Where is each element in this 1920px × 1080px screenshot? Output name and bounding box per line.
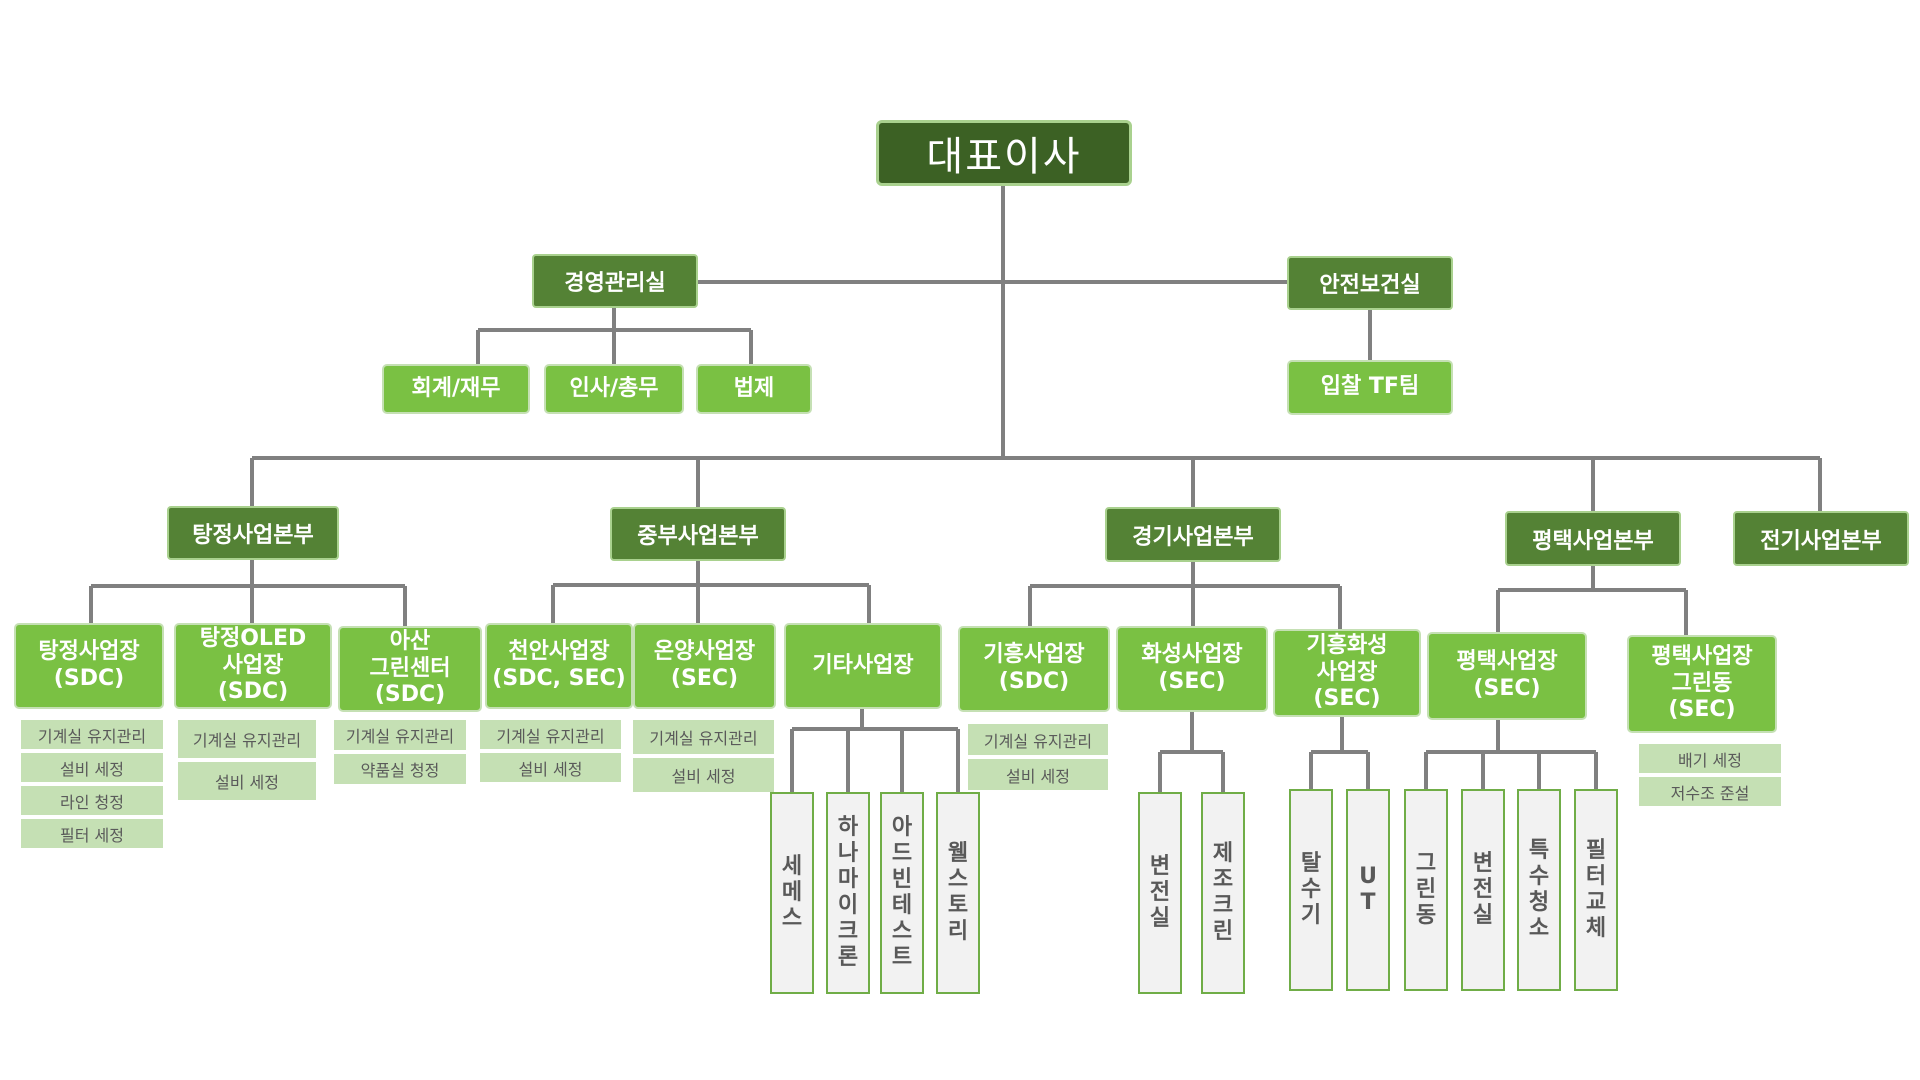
division-tangjeong: 탕정사업본부 (167, 506, 339, 560)
task-item: 기계실 유지관리 (333, 719, 467, 751)
site-tangjeong-oled: 탕정OLED 사업장 (SDC) (174, 623, 332, 709)
task-item: 기계실 유지관리 (967, 723, 1109, 756)
task-item: 설비 세정 (20, 752, 164, 783)
task-item: 설비 세정 (632, 757, 775, 793)
task-item: 기계실 유지관리 (20, 719, 164, 750)
team-accounting: 회계/재무 (382, 364, 530, 414)
site-giheung-hwaseong: 기흥화성 사업장 (SEC) (1273, 629, 1421, 717)
task-item: 저수조 준설 (1638, 776, 1782, 807)
task-item: 필터 세정 (20, 818, 164, 849)
site-onyang: 온양사업장 (SEC) (633, 623, 776, 709)
task-item: 기계실 유지관리 (632, 719, 775, 755)
office-management: 경영관리실 (532, 254, 698, 308)
task-item: 설비 세정 (479, 752, 622, 783)
site-asan-green-center: 아산 그린센터 (SDC) (338, 626, 482, 712)
site-cheonan: 천안사업장 (SDC, SEC) (485, 623, 633, 709)
task-item: 설비 세정 (177, 761, 317, 801)
team-bidding-tf: 입찰 TF팀 (1287, 360, 1453, 415)
site-pyeongtaek: 평택사업장 (SEC) (1427, 632, 1587, 720)
site-hwaseong: 화성사업장 (SEC) (1116, 626, 1268, 712)
ceo-box: 대표이사 (876, 120, 1132, 186)
division-jungbu: 중부사업본부 (610, 507, 786, 561)
division-electric: 전기사업본부 (1733, 511, 1909, 566)
site-pyeongtaek-green: 평택사업장 그린동 (SEC) (1627, 635, 1777, 733)
task-item: 배기 세정 (1638, 743, 1782, 774)
site-tangjeong: 탕정사업장 (SDC) (14, 623, 164, 709)
team-legal: 법제 (696, 364, 812, 414)
site-others: 기타사업장 (784, 623, 942, 709)
task-item: 기계실 유지관리 (177, 719, 317, 759)
division-pyeongtaek: 평택사업본부 (1505, 511, 1681, 566)
team-hr: 인사/총무 (544, 364, 684, 414)
task-item: 라인 청정 (20, 785, 164, 816)
task-item: 약품실 청정 (333, 753, 467, 785)
office-safety: 안전보건실 (1287, 256, 1453, 310)
division-gyeonggi: 경기사업본부 (1105, 507, 1281, 562)
task-item: 기계실 유지관리 (479, 719, 622, 750)
task-item: 설비 세정 (967, 758, 1109, 791)
site-giheung: 기흥사업장 (SDC) (958, 626, 1110, 712)
